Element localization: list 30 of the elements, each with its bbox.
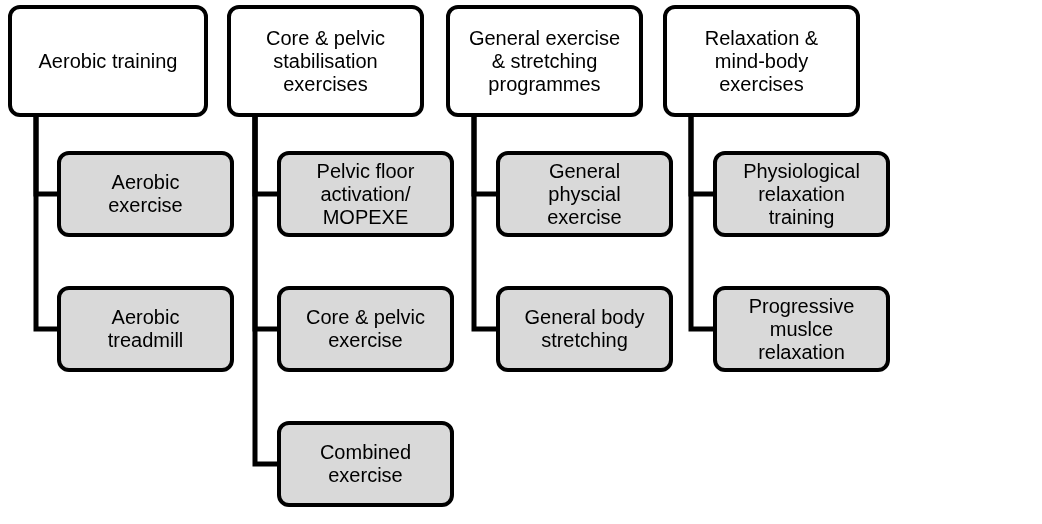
category-box [663, 5, 860, 117]
box-label: General body stretching [523, 306, 646, 352]
box-label: Core & pelvic stabilisation exercises [265, 26, 386, 96]
subcategory-box [277, 421, 454, 507]
subcategory-box [57, 151, 234, 237]
box-label: Relaxation & mind-body exercises [703, 26, 820, 96]
connector-line [471, 117, 496, 332]
subcategory-box [57, 286, 234, 372]
box-label: Physiological relaxation training [742, 159, 861, 229]
box-label: Aerobic exercise [107, 171, 184, 217]
box-label: Aerobic training [37, 49, 179, 73]
box-label: Core & pelvic exercise [305, 306, 426, 352]
connector-line [252, 117, 277, 467]
box-label: General exercise & stretching programmes [467, 26, 622, 96]
subcategory-box [277, 286, 454, 372]
connector-line [688, 117, 713, 332]
category-box [227, 5, 424, 117]
box-label: Aerobic treadmill [106, 306, 185, 352]
subcategory-box [496, 151, 673, 237]
subcategory-box [496, 286, 673, 372]
box-label: General physcial exercise [546, 159, 623, 229]
box-label: Combined exercise [318, 441, 413, 487]
subcategory-box [713, 151, 890, 237]
box-label: Pelvic floor activation/ MOPEXE [315, 159, 416, 229]
subcategory-box [713, 286, 890, 372]
connector-line [33, 117, 57, 332]
category-box [8, 5, 208, 117]
subcategory-box [277, 151, 454, 237]
category-box [446, 5, 643, 117]
box-label: Progressive muslce relaxation [747, 294, 856, 364]
